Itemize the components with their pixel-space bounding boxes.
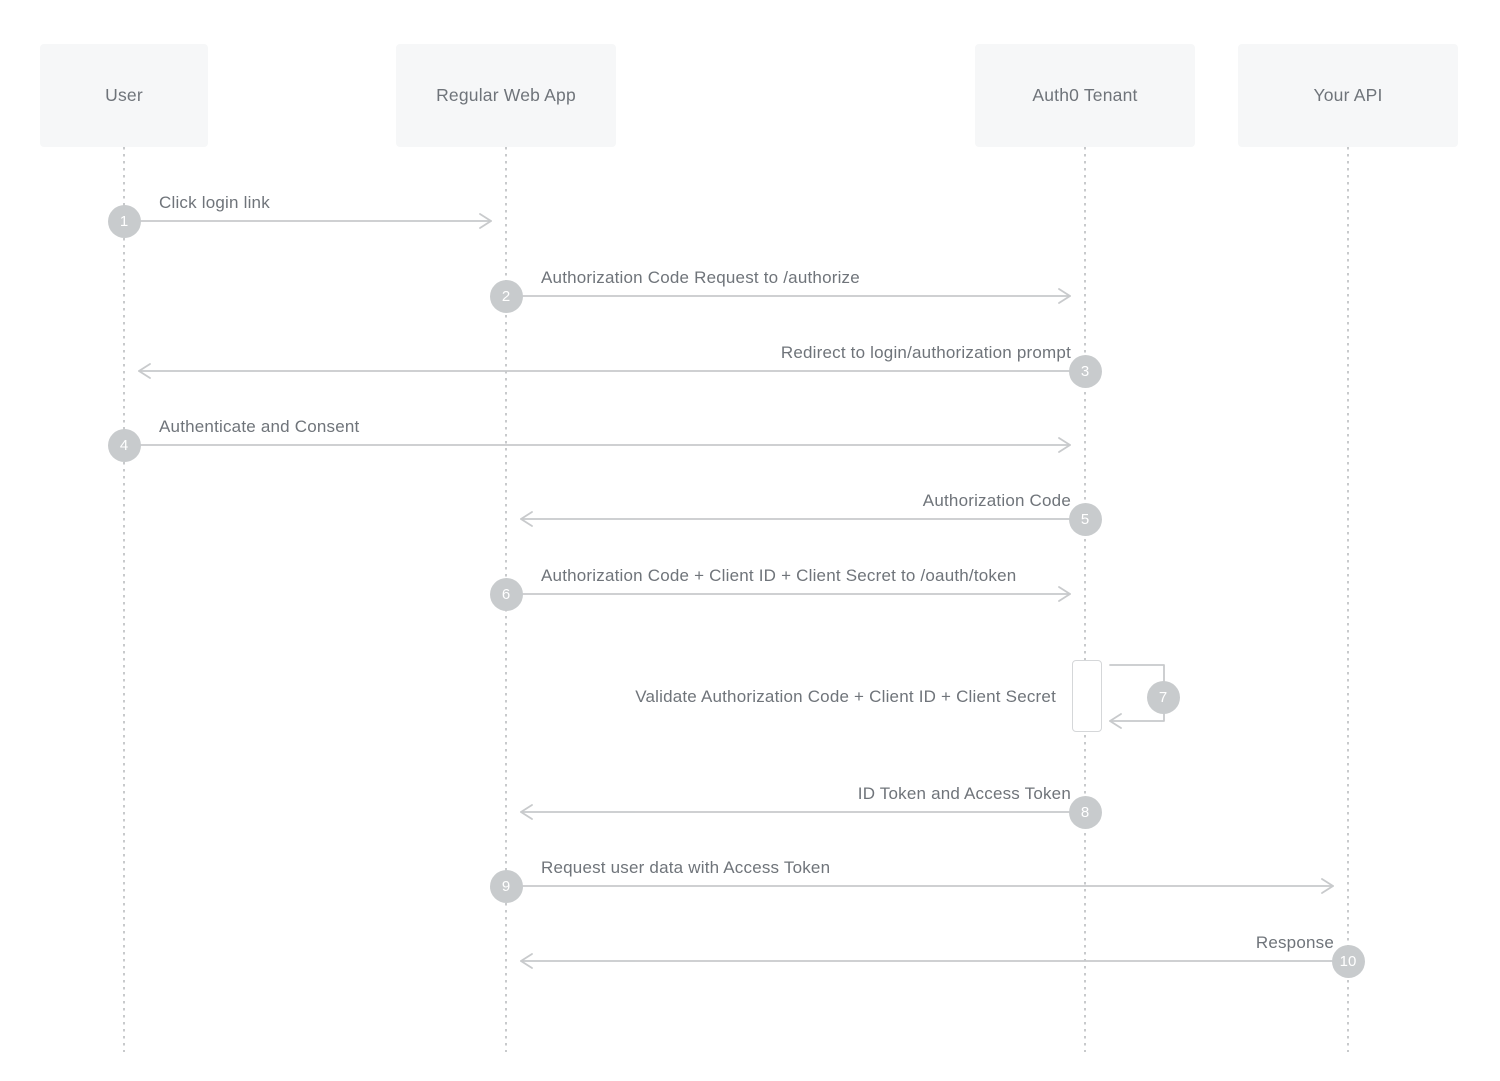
lifeline-auth0 <box>1084 147 1086 1052</box>
step-arrow <box>505 878 1334 894</box>
actor-label: Regular Web App <box>436 85 576 105</box>
step-label: ID Token and Access Token <box>857 784 1071 803</box>
step-arrow <box>123 437 1071 453</box>
arrowhead-icon <box>1058 437 1071 453</box>
step-arrow <box>520 511 1086 527</box>
step-badge: 9 <box>489 869 523 903</box>
actor-box-api: Your API <box>1238 44 1458 147</box>
arrowhead-icon <box>520 953 533 969</box>
actor-label: Your API <box>1313 85 1383 105</box>
step-badge: 4 <box>107 428 141 462</box>
arrowhead-icon <box>1058 586 1071 602</box>
step-label: Redirect to login/authorization prompt <box>780 343 1071 362</box>
arrowhead-icon <box>1321 878 1334 894</box>
arrowhead-icon <box>1109 713 1122 729</box>
step-badge: 8 <box>1068 795 1102 829</box>
step-badge: 6 <box>489 577 523 611</box>
step-arrow <box>123 213 492 229</box>
step-badge: 1 <box>107 204 141 238</box>
step-label: Authorization Code + Client ID + Client … <box>541 566 1017 585</box>
step-badge: 10 <box>1331 944 1365 978</box>
step-label: Authenticate and Consent <box>159 417 360 436</box>
arrowhead-icon <box>520 511 533 527</box>
step-badge: 5 <box>1068 502 1102 536</box>
arrowhead-icon <box>520 804 533 820</box>
actor-label: User <box>105 85 143 105</box>
arrowhead-icon <box>1058 288 1071 304</box>
actor-label: Auth0 Tenant <box>1032 85 1138 105</box>
actor-box-user: User <box>40 44 208 147</box>
step-arrow <box>520 953 1349 969</box>
step-badge: 3 <box>1068 354 1102 388</box>
step-arrow <box>505 586 1071 602</box>
actor-box-app: Regular Web App <box>396 44 616 147</box>
arrowhead-icon <box>138 363 151 379</box>
step-arrow <box>505 288 1071 304</box>
arrowhead-icon <box>479 213 492 229</box>
step-arrow <box>520 804 1086 820</box>
actor-box-auth0: Auth0 Tenant <box>975 44 1195 147</box>
lifeline-user <box>123 147 125 1052</box>
step-label: Response <box>1255 933 1334 952</box>
step-label: Validate Authorization Code + Client ID … <box>635 687 1056 706</box>
step-label: Authorization Code Request to /authorize <box>541 268 860 287</box>
step-label: Click login link <box>159 193 270 212</box>
step-badge: 7 <box>1146 680 1180 714</box>
step-badge: 2 <box>489 279 523 313</box>
activation-box <box>1072 660 1102 732</box>
step-label: Authorization Code <box>922 491 1071 510</box>
step-label: Request user data with Access Token <box>541 858 831 877</box>
step-arrow <box>138 363 1086 379</box>
lifeline-api <box>1347 147 1349 1052</box>
